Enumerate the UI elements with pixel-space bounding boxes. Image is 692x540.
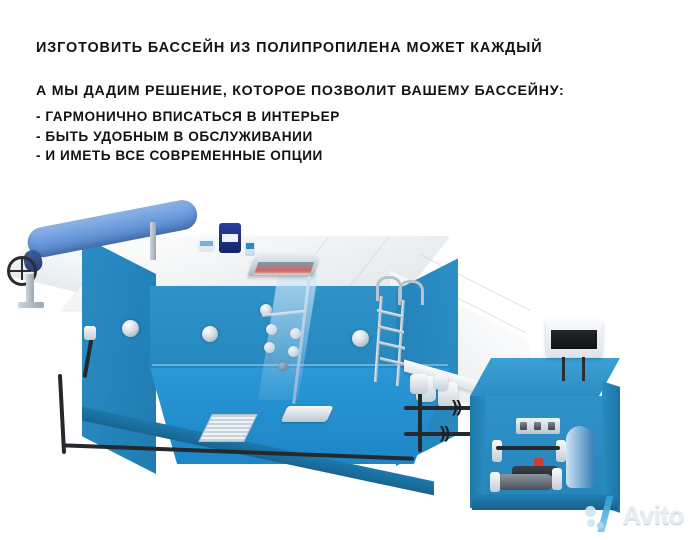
avito-wordmark: Avito	[622, 499, 684, 530]
vacuum-head	[280, 406, 334, 422]
pipe-break-symbol: ) )	[452, 397, 462, 416]
control-switch	[520, 422, 527, 430]
roller-base	[18, 302, 44, 308]
cascade-inner	[253, 262, 315, 275]
chemical-bottle	[245, 236, 255, 256]
pipe-break-symbol: ) )	[440, 423, 450, 442]
chemical-canister	[219, 223, 241, 253]
ad-subheadline: А МЫ ДАДИМ РЕШЕНИЕ, КОТОРОЕ ПОЗВОЛИТ ВАШ…	[36, 83, 565, 100]
ad-headline: ИЗГОТОВИТЬ БАССЕЙН ИЗ ПОЛИПРОПИЛЕНА МОЖЕ…	[36, 40, 543, 56]
return-pipe	[404, 432, 486, 436]
underwater-light-icon	[202, 326, 218, 342]
bucket-label	[200, 241, 213, 246]
skimmer-fitting	[434, 374, 448, 390]
benefit-item-3: - И ИМЕТЬ ВСЕ СОВРЕМЕННЫЕ ОПЦИИ	[36, 148, 323, 164]
pipe-fitting	[490, 472, 500, 492]
avito-dot	[597, 522, 605, 529]
chemical-bucket	[198, 234, 215, 252]
supply-pipe	[404, 406, 486, 410]
pool-illustration: ) ) ) )	[0, 178, 692, 540]
bottle-label	[246, 243, 254, 249]
underwater-light-icon	[352, 330, 369, 347]
avito-dot	[585, 506, 597, 517]
canister-label	[222, 234, 238, 242]
avito-watermark: Avito	[585, 496, 684, 532]
roller-handwheel-icon	[7, 256, 37, 286]
pump-body	[496, 474, 554, 490]
avito-dot	[587, 519, 596, 527]
circulation-pipe	[57, 373, 67, 455]
pipe-fitting	[492, 440, 502, 462]
pipe-fitting	[552, 468, 562, 490]
cabinet-support	[582, 357, 585, 381]
equipment-room-top	[470, 358, 620, 396]
pipe-fitting	[84, 326, 96, 340]
electrical-cabinet-panel	[551, 330, 597, 349]
pool-wall-left	[82, 236, 156, 474]
manifold-pipe	[496, 446, 560, 450]
pipe-fitting	[556, 440, 566, 462]
control-switch	[548, 422, 555, 430]
cabinet-support	[562, 357, 565, 381]
ad-copy-block: ИЗГОТОВИТЬ БАССЕЙН ИЗ ПОЛИПРОПИЛЕНА МОЖЕ…	[36, 40, 656, 166]
avito-logo-icon	[585, 496, 619, 532]
benefit-item-1: - ГАРМОНИЧНО ВПИСАТЬСЯ В ИНТЕРЬЕР	[36, 109, 340, 125]
ladder-handrail-arc	[398, 280, 424, 305]
equipment-room-floor	[472, 494, 618, 510]
ball-valve	[534, 458, 543, 467]
sand-filter-tank	[566, 426, 594, 488]
roller-post	[150, 222, 156, 260]
control-switch	[534, 422, 541, 430]
benefit-item-2: - БЫТЬ УДОБНЫМ В ОБСЛУЖИВАНИИ	[36, 128, 313, 144]
underwater-light-icon	[122, 320, 139, 337]
ad-benefit-list: - ГАРМОНИЧНО ВПИСАТЬСЯ В ИНТЕРЬЕР - БЫТЬ…	[36, 107, 656, 165]
roller-post	[26, 274, 34, 304]
riser-pipe	[418, 390, 422, 452]
pipe-fitting	[410, 374, 428, 394]
equipment-room-wall-left	[470, 396, 486, 508]
